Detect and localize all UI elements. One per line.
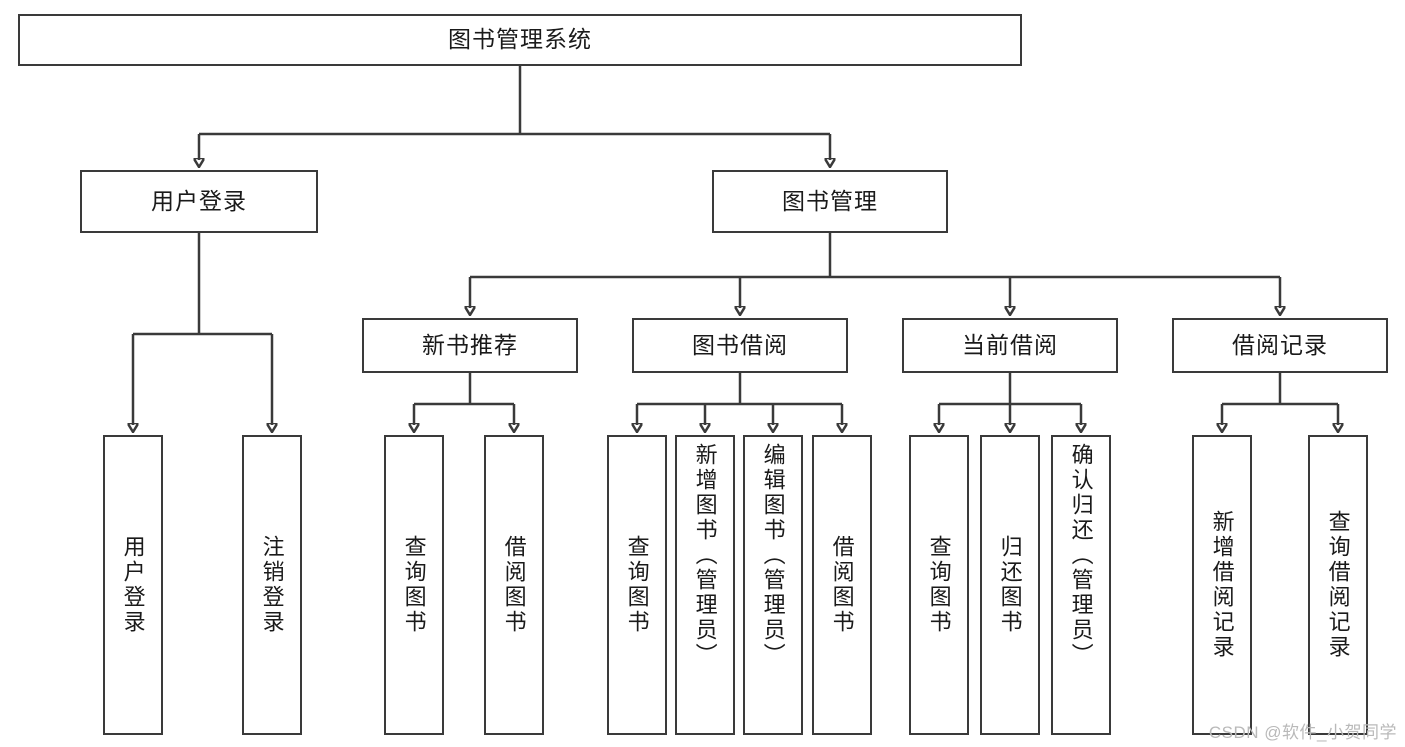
- node-label: 归还图书: [997, 535, 1023, 635]
- leaf-current-return-book[interactable]: 归还图书: [980, 435, 1040, 735]
- leaf-borrow-borrow-book[interactable]: 借阅图书: [812, 435, 872, 735]
- node-label: 查询图书: [624, 535, 650, 635]
- node-label: 确认归还（管理员）: [1068, 443, 1094, 668]
- node-label: 新增借阅记录: [1209, 510, 1235, 660]
- node-label: 借阅图书: [501, 535, 527, 635]
- node-book-management[interactable]: 图书管理: [712, 170, 948, 233]
- watermark-csdn: CSDN @软件_小贺同学: [1208, 723, 1397, 742]
- leaf-recommend-query-book[interactable]: 查询图书: [384, 435, 444, 735]
- node-label: 新增图书（管理员）: [692, 443, 718, 668]
- leaf-record-add-record[interactable]: 新增借阅记录: [1192, 435, 1252, 735]
- node-label: 当前借阅: [962, 331, 1058, 358]
- node-borrow-record[interactable]: 借阅记录: [1172, 318, 1388, 373]
- node-label: 图书管理系统: [448, 26, 592, 53]
- leaf-current-query-book[interactable]: 查询图书: [909, 435, 969, 735]
- node-label: 借阅图书: [829, 535, 855, 635]
- leaf-recommend-borrow-book[interactable]: 借阅图书: [484, 435, 544, 735]
- node-label: 编辑图书（管理员）: [760, 443, 786, 668]
- node-book-borrow[interactable]: 图书借阅: [632, 318, 848, 373]
- node-label: 查询借阅记录: [1325, 510, 1351, 660]
- leaf-current-confirm-return-admin[interactable]: 确认归还（管理员）: [1051, 435, 1111, 735]
- leaf-record-query-record[interactable]: 查询借阅记录: [1308, 435, 1368, 735]
- node-label: 用户登录: [151, 187, 247, 214]
- leaf-borrow-query-book[interactable]: 查询图书: [607, 435, 667, 735]
- node-label: 注销登录: [259, 535, 285, 635]
- leaf-borrow-add-book-admin[interactable]: 新增图书（管理员）: [675, 435, 735, 735]
- node-label: 图书借阅: [692, 331, 788, 358]
- node-label: 查询图书: [926, 535, 952, 635]
- node-label: 新书推荐: [422, 331, 518, 358]
- leaf-borrow-edit-book-admin[interactable]: 编辑图书（管理员）: [743, 435, 803, 735]
- node-current-borrow[interactable]: 当前借阅: [902, 318, 1118, 373]
- node-label: 图书管理: [782, 187, 878, 214]
- node-root-system[interactable]: 图书管理系统: [18, 14, 1022, 66]
- node-label: 借阅记录: [1232, 331, 1328, 358]
- node-label: 用户登录: [120, 535, 146, 635]
- node-label: 查询图书: [401, 535, 427, 635]
- leaf-user-login-signout[interactable]: 注销登录: [242, 435, 302, 735]
- node-new-book-recommend[interactable]: 新书推荐: [362, 318, 578, 373]
- node-user-login[interactable]: 用户登录: [80, 170, 318, 233]
- leaf-user-login-signin[interactable]: 用户登录: [103, 435, 163, 735]
